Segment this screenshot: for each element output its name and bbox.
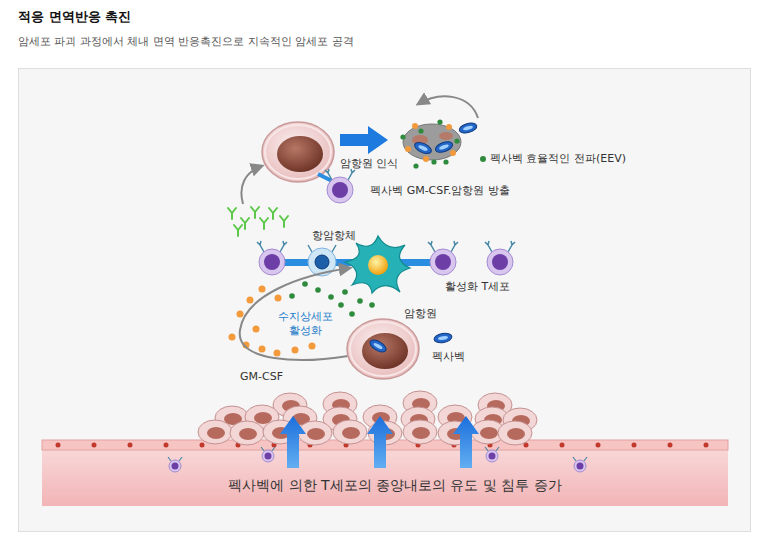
- antibody: [260, 218, 268, 229]
- pexavec-virus: [368, 338, 388, 355]
- antibody: [269, 208, 277, 219]
- red-cell: [596, 443, 601, 448]
- annotation-label: 암항원: [404, 307, 437, 321]
- antigen-dot: [413, 163, 418, 168]
- cell-debris: [403, 124, 461, 160]
- gm-csf-dot: [259, 286, 266, 293]
- red-cell: [200, 443, 205, 448]
- gm-csf-dot: [247, 297, 254, 304]
- red-cell: [164, 443, 169, 448]
- antigen-dot: [328, 294, 334, 300]
- circulating-t-cell: [573, 457, 587, 472]
- t-cell: [428, 241, 458, 275]
- antigen-dot: [315, 287, 321, 293]
- antigen-dot: [400, 134, 405, 139]
- dendritic-nucleus: [368, 255, 388, 275]
- pexavec-virus: [458, 121, 478, 134]
- gm-csf-dot: [292, 347, 299, 354]
- red-cell: [560, 443, 565, 448]
- tumor-cell: [403, 420, 437, 444]
- antigen-dot: [302, 281, 308, 287]
- gm-csf-dot: [229, 334, 236, 341]
- gm-csf-dot: [412, 123, 418, 129]
- cancer-cell: [262, 122, 334, 182]
- annotation-label: 활성화 T세포: [445, 280, 510, 294]
- gm-csf-dot: [309, 343, 316, 350]
- gm-csf-dot: [253, 326, 260, 333]
- pexavec-virus: [434, 140, 454, 155]
- figure-panel: [19, 69, 751, 532]
- antigen-dot: [289, 293, 295, 299]
- red-cell: [668, 443, 673, 448]
- antigen-dot: [357, 298, 363, 304]
- antigen-dot: [418, 128, 423, 133]
- circulating-t-cell: [485, 447, 499, 462]
- dendritic-cell: [345, 236, 410, 293]
- red-cell: [56, 443, 61, 448]
- annotation-label: 암항원 인식: [340, 157, 399, 171]
- gm-csf-dot: [450, 150, 456, 156]
- annotation-label: 수지상세포 활성화: [270, 310, 340, 338]
- annotation-label: 펙사벡: [432, 350, 465, 364]
- t-cell: [257, 241, 287, 275]
- lysis-arrow: [340, 126, 388, 154]
- spread-arrow: [418, 96, 478, 118]
- infiltration-arrow: [367, 416, 393, 468]
- antibody: [228, 208, 236, 219]
- tumor-cell: [333, 420, 367, 444]
- antibody: [234, 225, 242, 236]
- tumor-cell: [498, 421, 532, 445]
- t-cell: [325, 169, 355, 203]
- lysed-cell: [400, 119, 461, 168]
- infiltration-arrow: [280, 416, 306, 468]
- gm-csf-dot: [275, 295, 282, 302]
- antigen-dot: [338, 302, 344, 308]
- antigen-dot: [443, 159, 448, 164]
- bullet-dot: [480, 156, 486, 162]
- figure-caption: 암세포 파괴 과정에서 체내 면역 반응촉진으로 지속적인 암세포 공격: [18, 35, 354, 49]
- t-cell: [485, 241, 515, 275]
- gm-csf-dot: [446, 124, 452, 130]
- antigen-dot: [342, 289, 348, 295]
- annotation-label: 펙사벡 GM-CSF.암항원 방출: [370, 184, 510, 198]
- antigen-dot: [437, 119, 442, 124]
- gm-csf-dot: [405, 146, 411, 152]
- gm-csf-dot: [274, 350, 281, 357]
- tumor-cell: [198, 420, 232, 444]
- antigen-dot: [349, 311, 355, 317]
- antibody-arrow: [241, 166, 262, 204]
- red-cell: [632, 443, 637, 448]
- antibody: [251, 207, 259, 218]
- annotation-label: 항암항체: [312, 229, 356, 243]
- tumor-cell: [230, 421, 264, 445]
- figure-title: 적응 면역반응 촉진: [18, 9, 131, 25]
- circulating-t-cell: [168, 457, 182, 472]
- infiltration-arrow: [453, 416, 479, 468]
- red-cell: [704, 443, 709, 448]
- annotation-label: 펙사벡 효율적인 전파(EEV): [490, 152, 626, 166]
- pexavec-virus: [413, 140, 433, 156]
- tissue-band: 펙사벡에 의한 T세포의 종양내로의 유도 및 침투 증가: [42, 440, 748, 506]
- gm-csf-dot: [423, 156, 429, 162]
- antibody: [280, 216, 288, 227]
- gm-csf-dot: [237, 311, 244, 318]
- antibody: [241, 218, 249, 229]
- red-cell: [92, 443, 97, 448]
- pexavec-virus: [433, 332, 452, 344]
- antigen-dot: [454, 138, 459, 143]
- antigen-dot: [431, 159, 436, 164]
- annotation-label: GM-CSF: [240, 370, 283, 384]
- activation-arrow: [240, 268, 350, 360]
- band-text: 펙사벡에 의한 T세포의 종양내로의 유도 및 침투 증가: [42, 477, 748, 495]
- red-cell: [128, 443, 133, 448]
- circulating-t-cell: [261, 447, 275, 462]
- cancer-cell: [347, 319, 419, 379]
- gm-csf-dot: [259, 346, 266, 353]
- tumor-mass: [198, 391, 537, 445]
- antigen-dot: [369, 302, 375, 308]
- b-cell-nucleus: [315, 255, 329, 269]
- cell-debris: [439, 132, 453, 140]
